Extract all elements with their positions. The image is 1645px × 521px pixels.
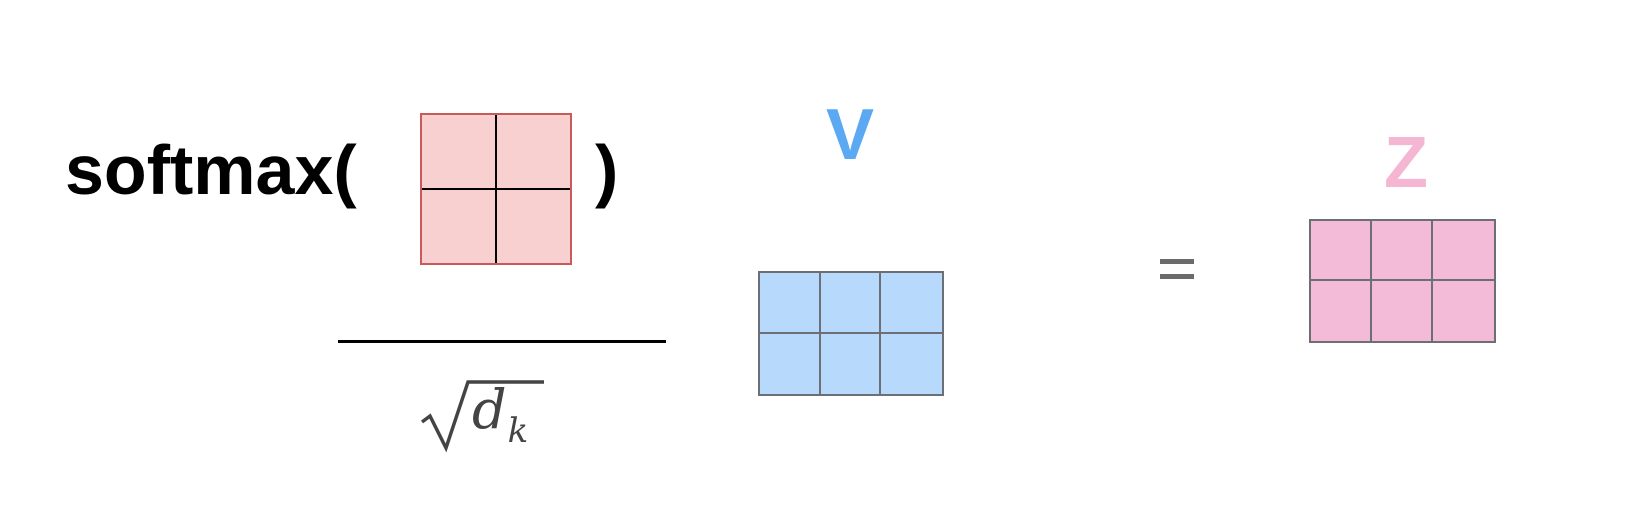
matrix-cell (1433, 281, 1494, 341)
matrix-cell (422, 115, 496, 189)
matrix-cell (496, 115, 570, 189)
matrix-cell (881, 273, 942, 334)
matrix-cell (820, 273, 882, 334)
sqrt-dk: dk (420, 378, 550, 458)
dk-text: dk (472, 378, 528, 452)
qk-score-matrix (420, 113, 572, 265)
matrix-cell (1372, 221, 1433, 281)
z-label: Z (1384, 123, 1428, 203)
dk-symbol: d (472, 378, 507, 441)
matrix-cell (760, 333, 821, 394)
dk-subscript: k (507, 411, 529, 451)
v-label: V (825, 95, 875, 175)
equals-sign (1160, 253, 1194, 283)
matrix-cell (1311, 221, 1372, 281)
softmax-label: softmax( (65, 131, 357, 209)
v-matrix (758, 271, 944, 396)
sqrt-symbol-icon (420, 380, 544, 453)
matrix-cell (881, 334, 942, 395)
z-matrix (1309, 219, 1496, 343)
matrix-cell (760, 273, 821, 334)
matrix-cell (422, 189, 496, 263)
matrix-cell (1372, 281, 1433, 341)
matrix-cell (1433, 221, 1494, 281)
matrix-cell (821, 333, 882, 394)
matrix-cell (1311, 281, 1372, 341)
matrix-cell (496, 189, 570, 263)
fraction-line (338, 340, 666, 343)
close-paren: ) (595, 131, 619, 209)
